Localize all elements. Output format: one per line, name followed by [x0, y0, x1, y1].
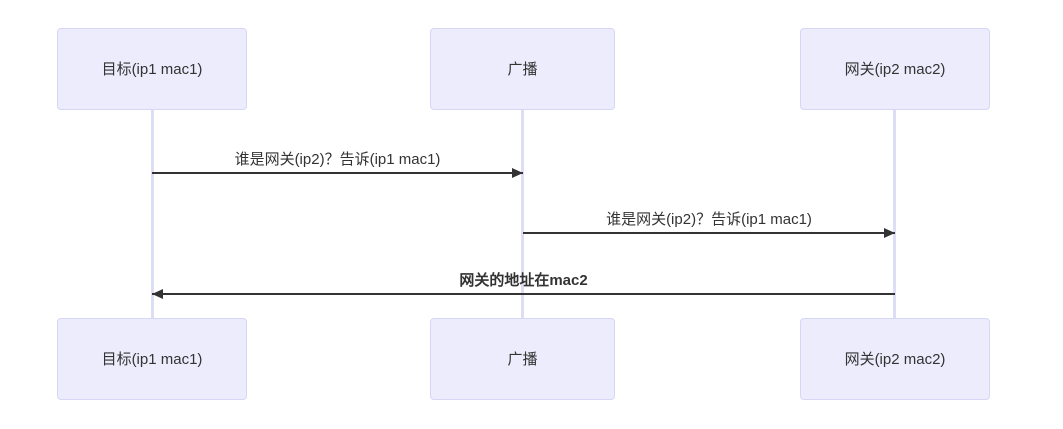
message-1-line [152, 172, 523, 174]
participant-box-gateway-top[interactable]: 网关(ip2 mac2) [800, 28, 990, 110]
participant-label-gateway-top: 网关(ip2 mac2) [844, 60, 946, 78]
participant-label-broadcast-top: 广播 [507, 60, 538, 78]
message-2-label: 谁是网关(ip2)？告诉(ip1 mac1) [606, 211, 812, 228]
participant-box-broadcast-bottom[interactable]: 广播 [430, 318, 615, 400]
lifeline-broadcast [521, 110, 524, 318]
message-3-line [152, 293, 895, 295]
lifeline-target [151, 110, 154, 318]
participant-label-broadcast-bottom: 广播 [507, 350, 538, 368]
lifeline-gateway [893, 110, 896, 318]
message-1-label: 谁是网关(ip2)？告诉(ip1 mac1) [234, 151, 441, 168]
participant-box-broadcast-top[interactable]: 广播 [430, 28, 615, 110]
participant-box-gateway-bottom[interactable]: 网关(ip2 mac2) [800, 318, 990, 400]
message-1-arrowhead-icon [512, 168, 523, 178]
participant-label-target-bottom: 目标(ip1 mac1) [101, 350, 203, 368]
message-1[interactable]: 谁是网关(ip2)？告诉(ip1 mac1) [152, 130, 523, 178]
message-2[interactable]: 谁是网关(ip2)？告诉(ip1 mac1) [523, 190, 895, 238]
participant-label-gateway-bottom: 网关(ip2 mac2) [844, 350, 946, 368]
message-3-arrowhead-icon [152, 289, 163, 299]
message-2-line [523, 232, 895, 234]
message-2-arrowhead-icon [884, 228, 895, 238]
participant-box-target-top[interactable]: 目标(ip1 mac1) [57, 28, 247, 110]
participant-box-target-bottom[interactable]: 目标(ip1 mac1) [57, 318, 247, 400]
message-3[interactable]: 网关的地址在mac2 [152, 251, 895, 299]
participant-label-target-top: 目标(ip1 mac1) [101, 60, 203, 78]
message-3-label: 网关的地址在mac2 [459, 272, 588, 289]
